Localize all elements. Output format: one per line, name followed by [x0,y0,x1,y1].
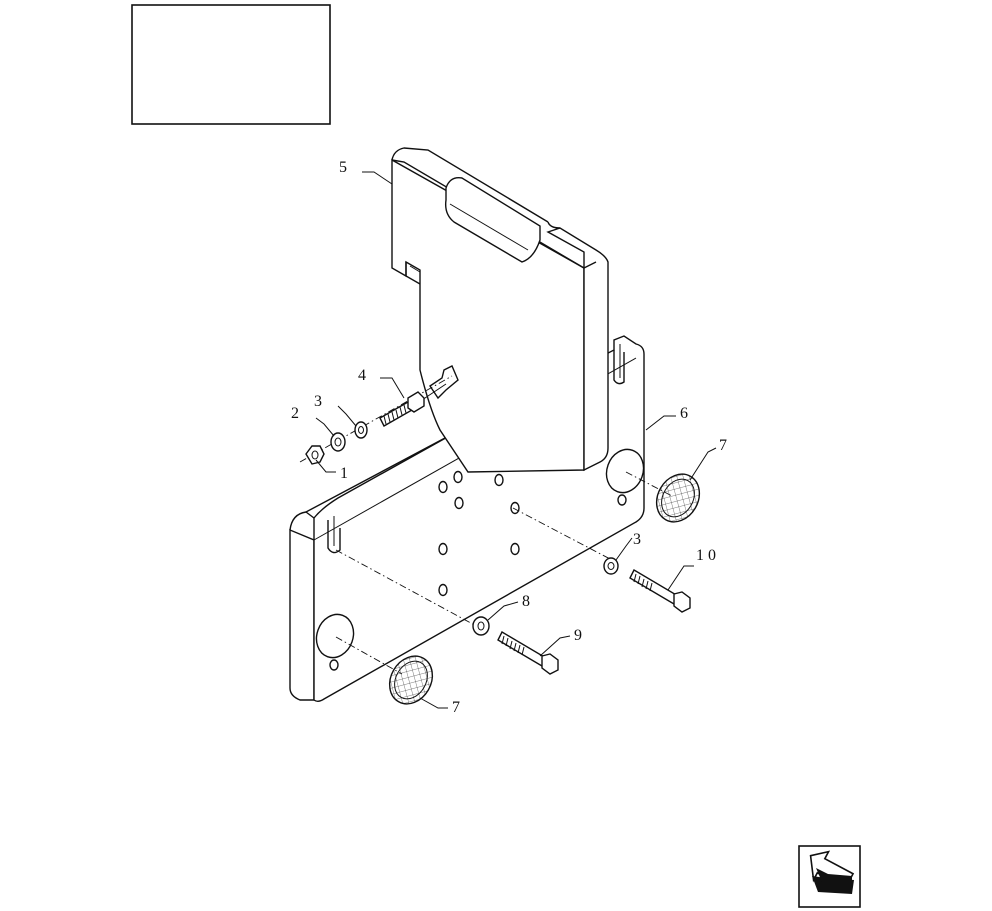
next-page-arrow-icon [809,850,855,894]
bolt-4 [379,391,425,427]
nut-1 [305,445,325,465]
washer-3 [354,421,368,439]
bolt-10 [629,569,691,613]
washer-3-right [603,557,619,575]
callout-3-left: 3 [314,393,322,410]
callout-3-right: 3 [633,531,641,548]
callout-8: 8 [522,593,530,610]
hardware-right [335,471,701,705]
reflector-upper [655,473,701,523]
leader-lines [315,171,717,709]
callout-2: 2 [291,405,299,422]
callout-4: 4 [358,367,366,384]
next-page-button[interactable] [798,845,861,908]
callout-9: 9 [574,627,582,644]
callout-7-lower: 7 [452,699,460,716]
callout-6: 6 [680,405,688,422]
counterweight [391,147,609,473]
washer-2 [330,432,346,452]
callout-labels: 5 4 2 3 1 6 7 3 1 0 8 9 7 [291,159,727,716]
callout-5: 5 [339,159,347,176]
callout-10: 1 0 [696,547,716,564]
callout-1: 1 [340,465,348,482]
title-box [131,4,331,125]
bolt-9 [497,631,559,675]
washer-8 [472,616,490,636]
callout-7-upper: 7 [719,437,727,454]
reflector-lower [388,655,434,705]
hardware-left [299,375,453,465]
